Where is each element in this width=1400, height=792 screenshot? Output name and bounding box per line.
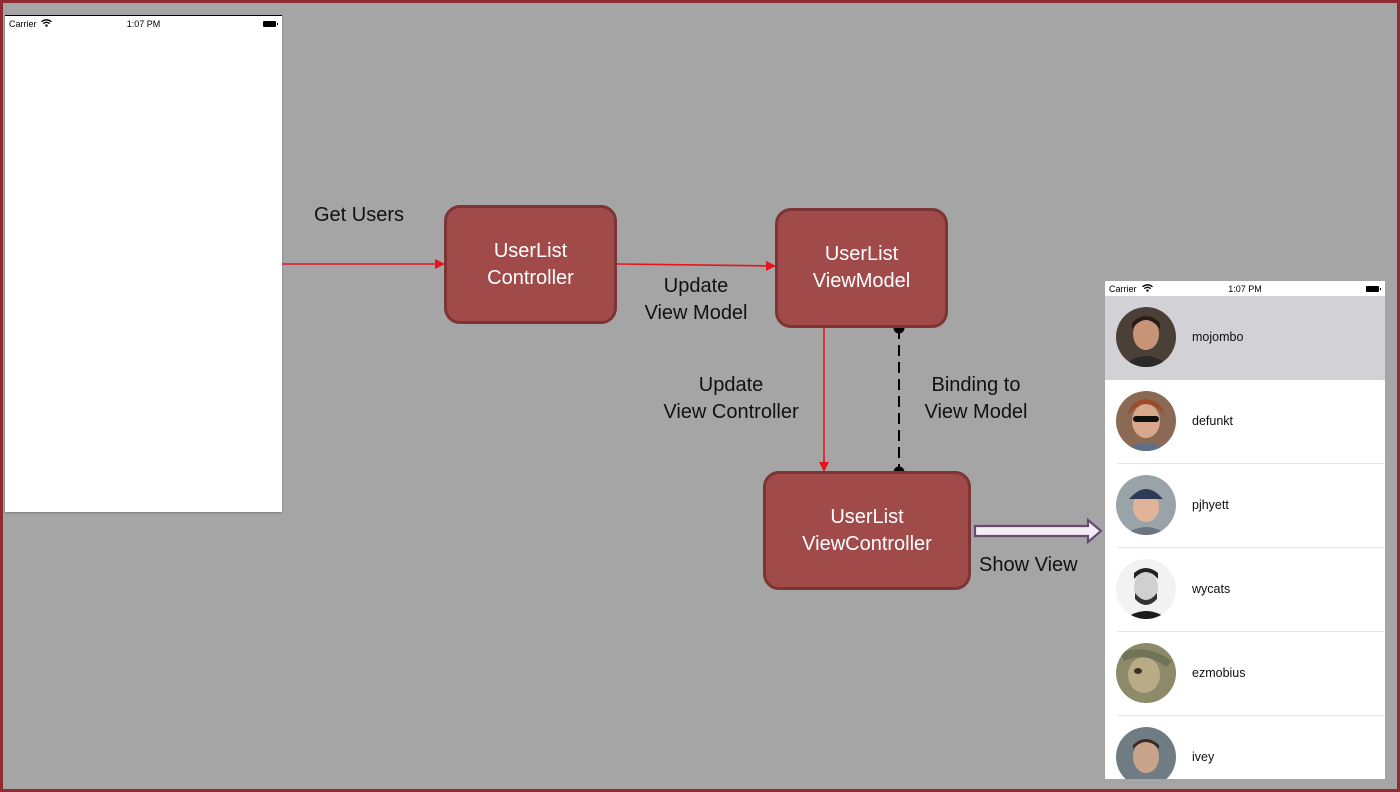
user-avatar	[1116, 475, 1176, 535]
user-name: ezmobius	[1192, 666, 1246, 680]
show-view-label: Show View	[979, 554, 1078, 576]
clock-label: 1:07 PM	[1228, 284, 1262, 294]
update-view-controller-line2: View Controller	[663, 401, 799, 423]
controller-line1: UserList	[493, 239, 568, 262]
userlist-viewcontroller-box: UserList ViewController	[763, 471, 971, 590]
update-view-model-line2: View Model	[644, 302, 748, 324]
clock-label: 1:07 PM	[126, 19, 161, 29]
user-row[interactable]: ezmobius	[1105, 632, 1385, 716]
update-view-model-label: Update View Model	[636, 273, 756, 327]
user-name: wycats	[1192, 582, 1231, 596]
update-view-controller-line1: Update	[698, 374, 764, 396]
update-view-model-line1: Update	[663, 275, 729, 297]
viewcontroller-line2: ViewController	[802, 532, 932, 555]
user-list-phone-screen: Carrier 1:07 PM mojombo defunkt pjhyett	[1105, 281, 1385, 779]
binding-line2: View Model	[924, 401, 1028, 423]
battery-icon	[1366, 286, 1381, 292]
user-name: mojombo	[1192, 330, 1244, 344]
carrier-label: Carrier	[9, 19, 37, 29]
wifi-icon	[1142, 284, 1153, 294]
user-avatar	[1116, 727, 1176, 779]
get-users-label: Get Users	[314, 204, 405, 226]
userlist-viewmodel-box: UserList ViewModel	[775, 208, 948, 328]
viewmodel-line2: ViewModel	[812, 270, 911, 292]
status-bar: Carrier 1:07 PM	[1105, 281, 1385, 297]
userlist-controller-box: UserList Controller	[444, 205, 617, 324]
status-bar: Carrier 1:07 PM	[5, 15, 282, 32]
user-row[interactable]: ivey	[1105, 716, 1385, 779]
user-name: ivey	[1192, 750, 1215, 764]
controller-line2: Controller	[487, 266, 574, 289]
battery-icon	[263, 21, 278, 27]
binding-line1: Binding to	[931, 374, 1021, 396]
user-avatar	[1116, 307, 1176, 367]
viewcontroller-line1: UserList	[830, 505, 904, 528]
user-avatar	[1116, 559, 1176, 619]
viewmodel-line1: UserList	[824, 243, 899, 265]
show-view-arrow	[973, 517, 1103, 545]
user-name: defunkt	[1192, 414, 1234, 428]
user-row[interactable]: defunkt	[1105, 380, 1385, 464]
update-view-controller-label: Update View Controller	[657, 372, 805, 426]
user-name: pjhyett	[1192, 498, 1229, 512]
user-row[interactable]: pjhyett	[1105, 464, 1385, 548]
user-avatar	[1116, 391, 1176, 451]
user-row[interactable]: wycats	[1105, 548, 1385, 632]
update-view-model-arrow	[616, 260, 776, 271]
binding-label: Binding to View Model	[916, 372, 1036, 426]
wifi-icon	[41, 19, 52, 29]
carrier-label: Carrier	[1109, 284, 1137, 294]
user-avatar	[1116, 643, 1176, 703]
user-row[interactable]: mojombo	[1105, 296, 1385, 380]
empty-phone-screen: Carrier 1:07 PM	[5, 15, 282, 512]
user-table: mojombo defunkt pjhyett wycats	[1105, 296, 1385, 779]
